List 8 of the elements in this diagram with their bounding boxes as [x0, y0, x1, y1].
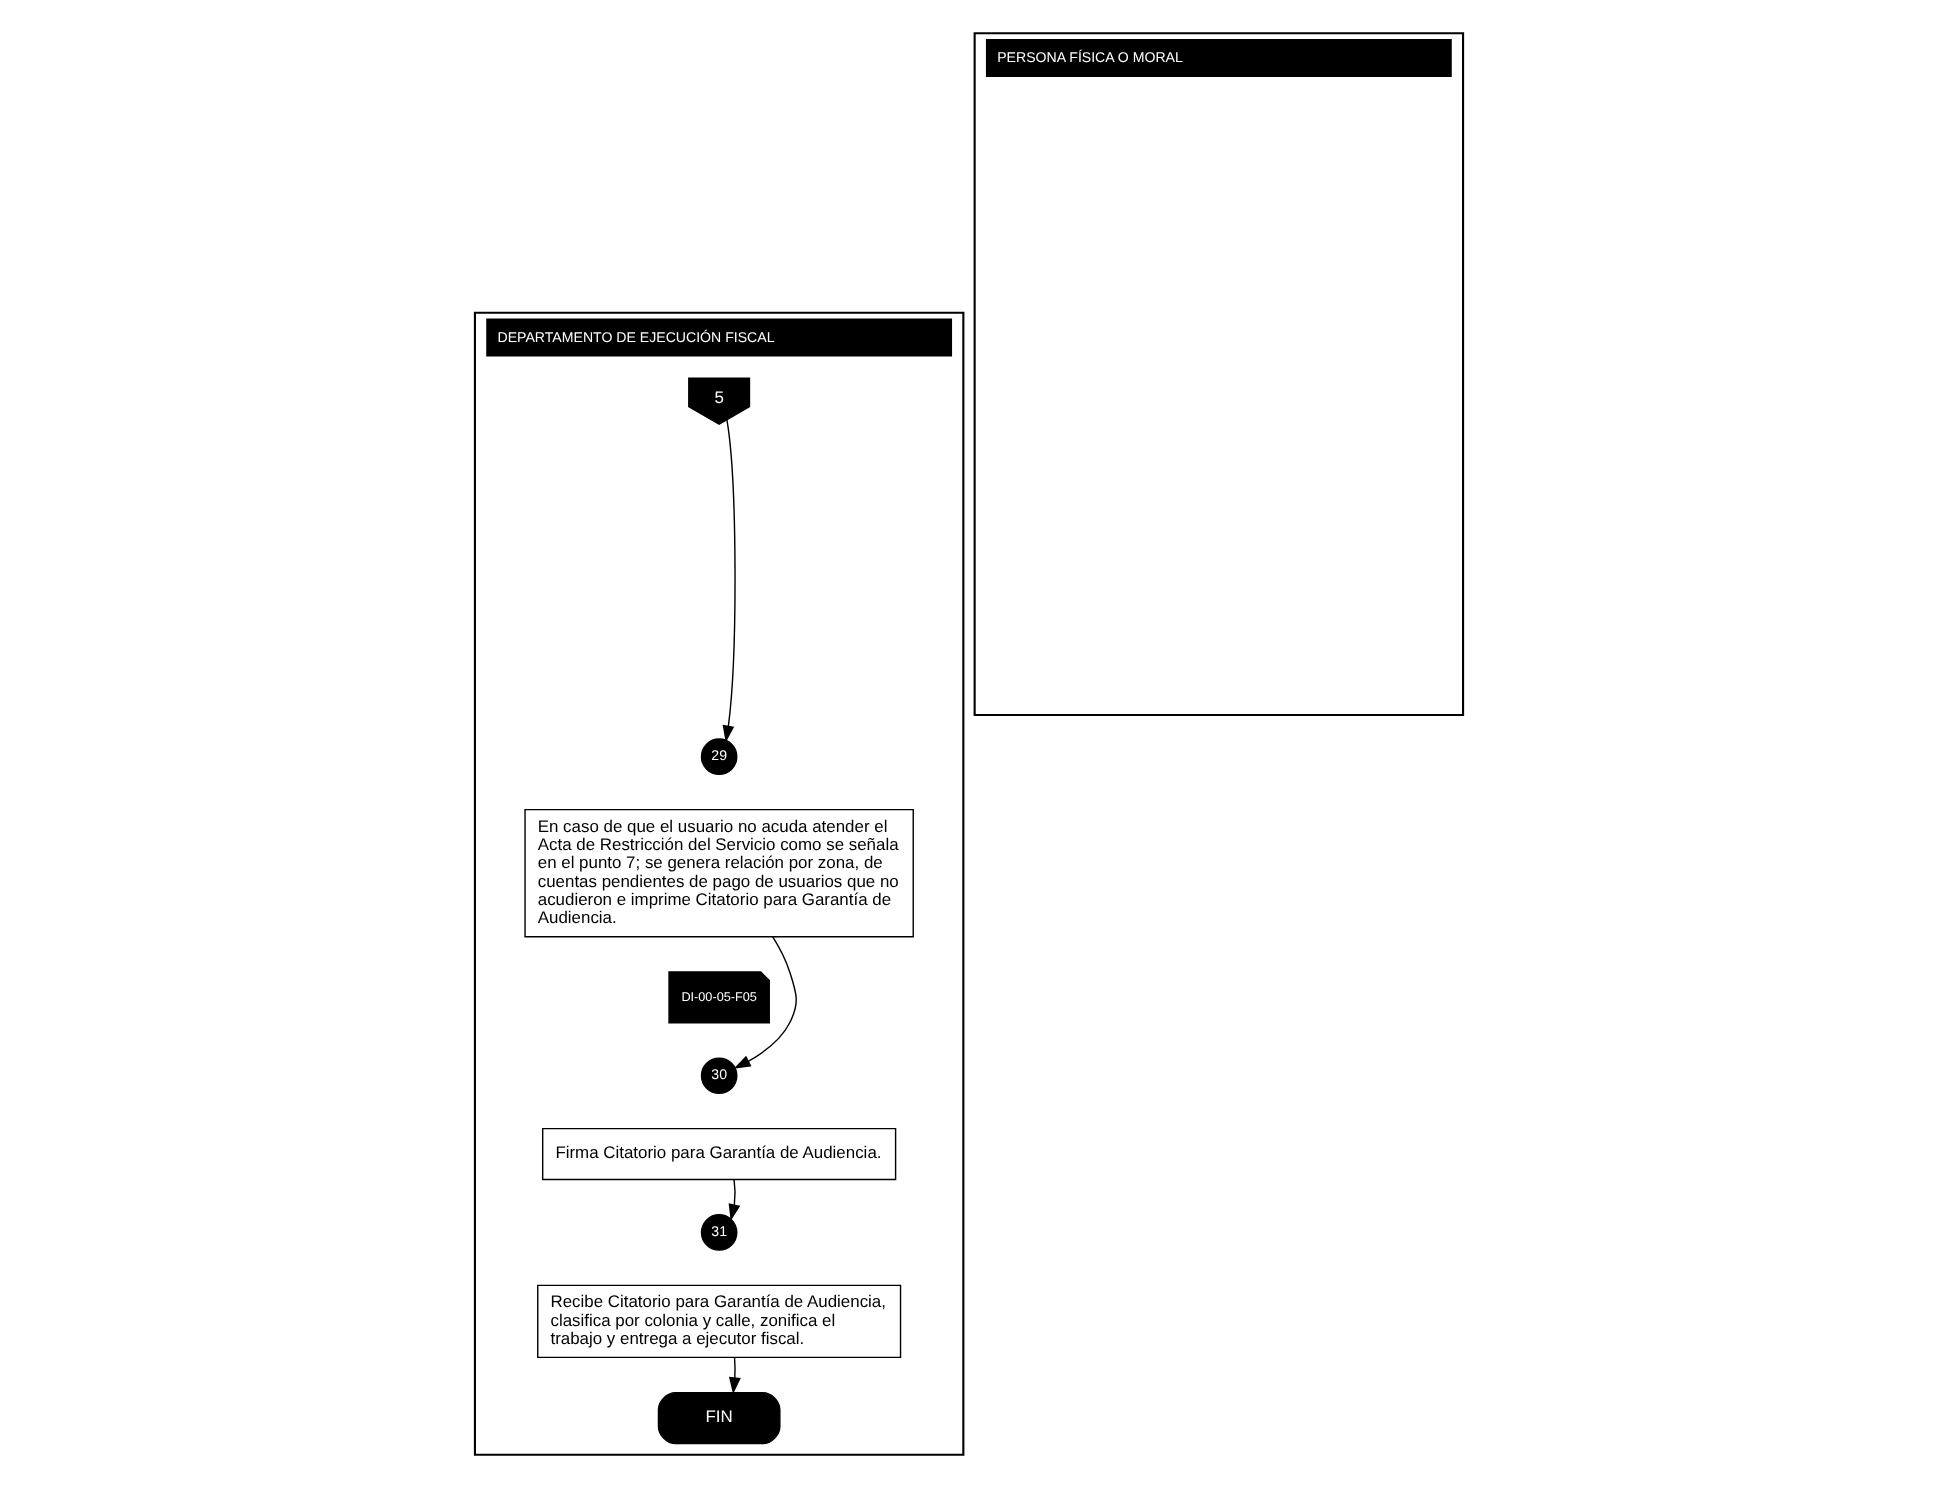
- node-box: FIN: [656, 1391, 780, 1445]
- node-box: En caso de que el usuario no acuda atender el Acta de Restricción del Servicio como se señala en el punto 7; se genera relación por zona, de cuentas pendientes de pago de usuarios que no acudieron e imprime Citatorio para Garantía de Audiencia.: [523, 808, 913, 938]
- arrow: [732, 936, 796, 1069]
- arrow: [721, 419, 735, 743]
- node-box: Firma Citatorio para Garantía de Audiencia.: [541, 1127, 896, 1181]
- arrow: [727, 1179, 740, 1222]
- node-box: Recibe Citatorio para Garantía de Audiencia, clasifica por colonia y calle, zonifica el trabajo y entrega a ejecutor fiscal.: [536, 1284, 901, 1359]
- arrow: [727, 1357, 740, 1395]
